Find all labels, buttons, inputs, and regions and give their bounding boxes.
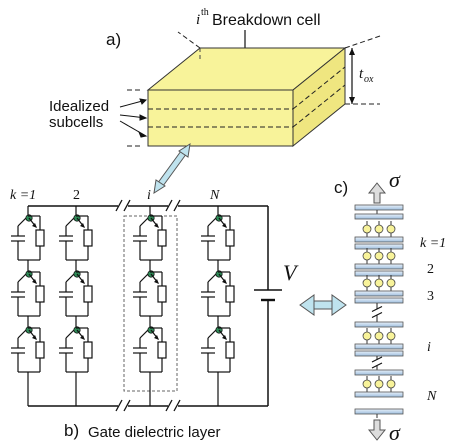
stress-label-top: σ	[389, 167, 401, 192]
bond-sphere	[374, 379, 384, 389]
bond-sphere	[362, 251, 372, 261]
subcell-circuit	[11, 270, 45, 328]
panel-c: c) σ σ k =1 2 3 i N	[334, 167, 446, 445]
bond-sphere	[374, 331, 384, 341]
stress-arrow-bottom	[367, 419, 387, 441]
bond-sphere	[374, 224, 384, 234]
bond-sphere	[362, 224, 372, 234]
subcell-divider	[292, 66, 346, 110]
oxide-thickness-dimension: t ox	[349, 48, 374, 104]
block-front-face	[147, 89, 294, 147]
stack-plate	[354, 391, 404, 398]
stack-plate	[354, 213, 404, 220]
bond-sphere	[386, 379, 396, 389]
bond-sphere	[386, 224, 396, 234]
subcell-column	[11, 206, 45, 406]
voltage-label: V	[283, 260, 299, 285]
subcell-pointer-arrows	[119, 98, 148, 138]
bond-sphere	[362, 278, 372, 288]
stack-plate	[354, 290, 404, 297]
stack-plate	[354, 369, 404, 376]
column-label-n: N	[209, 188, 220, 203]
rail-break-marks	[115, 199, 181, 412]
subcell-circuit	[11, 214, 45, 272]
subcell-circuit	[11, 326, 45, 384]
stack-plate	[354, 343, 404, 350]
row-label-n: N	[426, 389, 437, 404]
battery-symbol	[254, 289, 282, 302]
supply-rails	[28, 205, 269, 407]
thickness-arrowhead-bottom	[349, 97, 355, 104]
column-label-i: i	[147, 188, 151, 203]
panel-c-label: c)	[334, 178, 348, 197]
bond-sphere	[362, 379, 372, 389]
row-label-k1: k =1	[420, 236, 446, 251]
breakdown-cell-title: Breakdown cell	[212, 12, 321, 29]
subcell-circuit	[59, 214, 93, 272]
subcell-divider	[292, 84, 346, 128]
extension-line	[177, 31, 201, 49]
stack-plate	[354, 321, 404, 328]
subcell-circuit	[59, 326, 93, 384]
column-label-2: 2	[73, 188, 80, 203]
stress-arrow-top	[367, 182, 387, 204]
link-arrow-block-to-column	[153, 142, 191, 195]
panel-b-caption: Gate dielectric layer	[88, 424, 221, 441]
subcell-circuit	[133, 214, 167, 272]
bond-sphere	[374, 278, 384, 288]
panel-b: k =1 2 i N V	[10, 188, 299, 441]
subcell-circuit	[201, 270, 235, 328]
row-label-i: i	[427, 340, 431, 355]
column-label-k1: k =1	[10, 188, 36, 203]
title-variable: i	[196, 12, 200, 28]
stress-label-bottom: σ	[389, 420, 401, 445]
subcell-column	[59, 206, 93, 406]
thickness-variable: t	[359, 66, 364, 82]
stack-plate	[354, 350, 404, 357]
idealized-label: Idealized	[49, 98, 109, 115]
subcell-circuit	[133, 270, 167, 328]
breakdown-cell-block	[125, 31, 381, 148]
title-superscript: th	[201, 7, 209, 18]
panel-a: a) i th Breakdown cell	[49, 7, 381, 148]
row-label-2: 2	[427, 262, 434, 277]
thickness-arrowhead-top	[349, 48, 355, 55]
bond-sphere	[386, 278, 396, 288]
stack-plate	[354, 236, 404, 243]
subcell-column	[133, 206, 167, 406]
panel-a-label: a)	[106, 30, 121, 49]
column-i-highlight	[123, 215, 178, 392]
stack-plate	[354, 297, 404, 304]
subcell-column	[201, 206, 235, 406]
circuit-columns	[11, 206, 235, 406]
subcells-label: subcells	[49, 114, 103, 131]
subcell-circuit	[59, 270, 93, 328]
bond-sphere	[386, 331, 396, 341]
bond-sphere	[374, 251, 384, 261]
stack-plate	[354, 263, 404, 270]
stack-plate	[354, 204, 404, 211]
chain-stack	[354, 204, 404, 418]
extension-line	[344, 35, 381, 49]
subcell-circuit	[201, 326, 235, 384]
thickness-subscript: ox	[364, 74, 374, 85]
bond-sphere	[362, 331, 372, 341]
panel-b-label: b)	[64, 421, 79, 440]
link-arrow-circuit-to-stack	[299, 294, 347, 316]
subcell-circuit	[201, 214, 235, 272]
bond-sphere	[386, 251, 396, 261]
row-label-3: 3	[427, 289, 434, 304]
stack-plate	[354, 408, 404, 415]
subcell-circuit	[133, 326, 167, 384]
